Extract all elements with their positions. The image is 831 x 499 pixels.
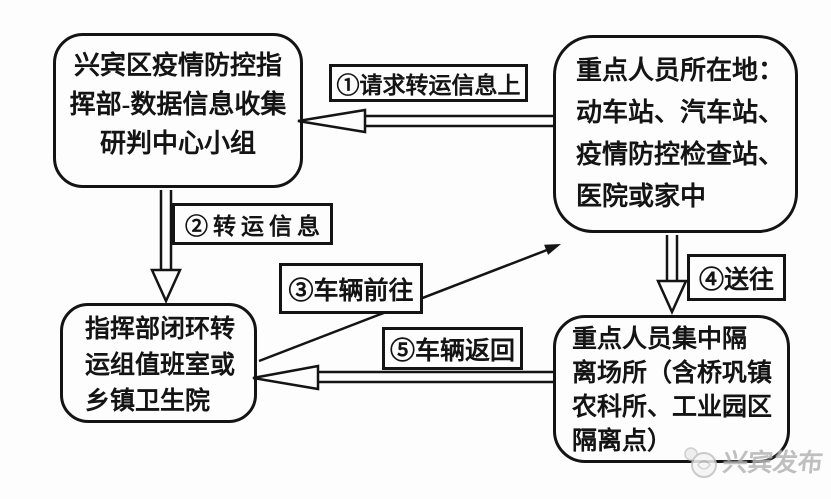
arrow-step1: [297, 108, 553, 134]
arrow-step2: [150, 190, 182, 305]
watermark-text: 兴宾发布: [721, 450, 825, 477]
arrow-step4: [656, 235, 688, 316]
node-text-line: 动车站、汽车站、: [576, 98, 785, 127]
edge-label-step1: ①请求转运信息上: [329, 64, 528, 102]
node-text-line: 离场所（含桥巩镇: [572, 360, 773, 387]
node-text-line: 指挥部闭环转: [85, 316, 236, 343]
node-text-line: 农科所、工业园区: [572, 394, 773, 421]
node-text-line: 重点人员所在地：: [576, 56, 785, 85]
watermark: 兴宾发布: [678, 441, 825, 481]
node-text-line: 重点人员集中隔: [572, 326, 748, 353]
node-duty-room: 指挥部闭环转 运组值班室或 乡镇卫生院: [60, 303, 257, 423]
node-key-personnel-location: 重点人员所在地： 动车站、汽车站、 疫情防控检查站、 医院或家中: [553, 35, 798, 233]
watermark-logo-icon: [684, 447, 717, 478]
edge-label-step5: ⑤车辆返回: [382, 327, 523, 370]
node-command-center: 兴宾区疫情防控指 挥部-数据信息收集 研判中心小组: [53, 33, 303, 188]
node-text-line: 医院或家中: [576, 182, 707, 211]
arrow-step5: [252, 364, 553, 391]
node-text-line: 挥部-数据信息收集: [69, 90, 287, 119]
node-text-line: 运组值班室或: [85, 352, 236, 379]
node-text-line: 疫情防控检查站、: [576, 140, 785, 169]
edge-label-step3: ③车辆前往: [279, 263, 423, 314]
node-text-line: 乡镇卫生院: [85, 388, 211, 415]
edge-label-step4: ④送往: [687, 254, 786, 301]
node-text-line: 兴宾区疫情防控指: [73, 51, 282, 80]
node-text-line: 研判中心小组: [99, 129, 256, 158]
node-text-line: 隔离点）: [572, 428, 673, 455]
edge-label-step2: ②转运信息: [172, 203, 333, 245]
node-isolation-site: 重点人员集中隔 离场所（含桥巩镇 农科所、工业园区 隔离点）: [553, 315, 790, 463]
